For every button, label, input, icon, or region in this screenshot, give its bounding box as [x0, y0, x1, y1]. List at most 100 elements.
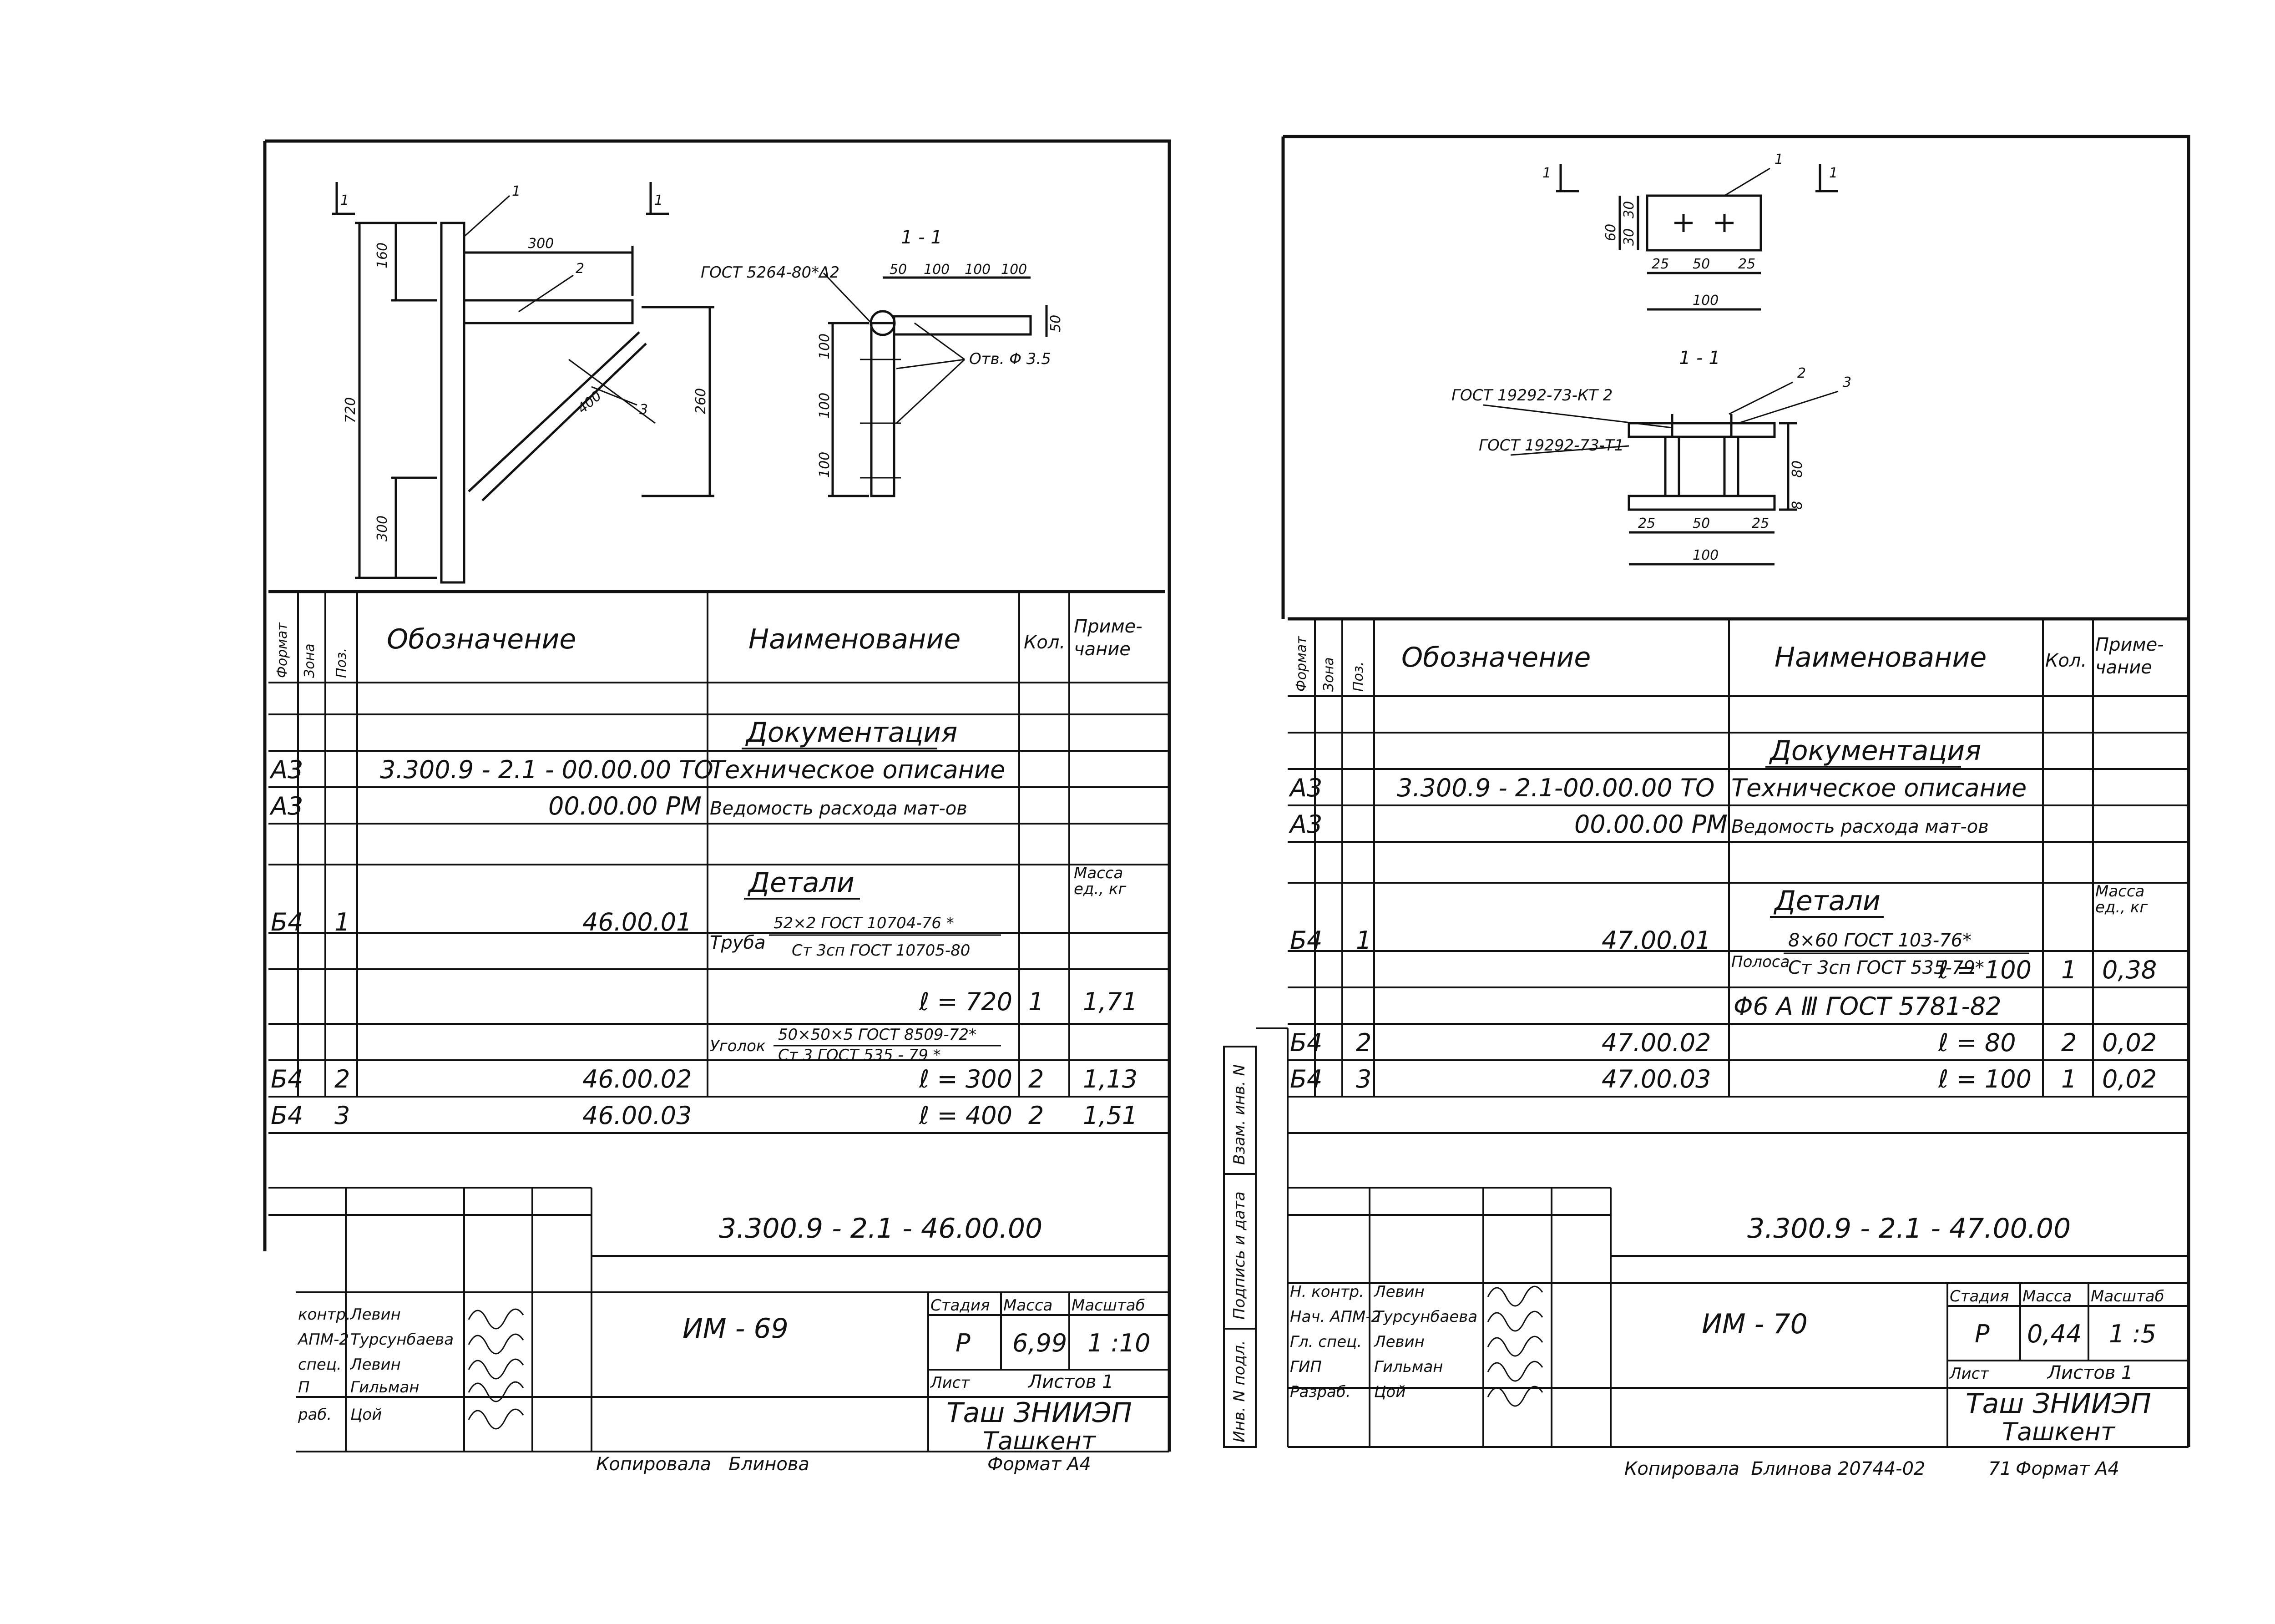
svg-text:1,13: 1,13 [1083, 1065, 1138, 1093]
svg-text:контр.: контр. [298, 1305, 351, 1324]
svg-text:Б4: Б4 [1290, 1028, 1322, 1057]
svg-text:Обозначение: Обозначение [1401, 642, 1591, 673]
svg-text:3: 3 [1356, 1065, 1371, 1093]
svg-text:Ведомость расхода мат-ов: Ведомость расхода мат-ов [710, 798, 967, 819]
svg-text:Левин: Левин [1373, 1283, 1425, 1301]
svg-text:3.300.9 - 2.1 - 00.00.00 ТО: 3.300.9 - 2.1 - 00.00.00 ТО [380, 755, 713, 784]
svg-text:1: 1 [340, 192, 349, 208]
side-stamp-cell-2: Подпись и дата [1230, 1191, 1249, 1320]
svg-text:2: 2 [576, 261, 584, 277]
svg-text:46.00.02: 46.00.02 [582, 1065, 692, 1093]
svg-text:Разраб.: Разраб. [1290, 1383, 1351, 1401]
svg-text:Φ6 А Ⅲ ГОСТ 5781-82: Φ6 А Ⅲ ГОСТ 5781-82 [1734, 992, 2002, 1021]
technical-drawing-left [332, 182, 1048, 584]
title-block-left [268, 1187, 1169, 1452]
footer-format-right: Формат А4 [2016, 1458, 2119, 1479]
svg-text:Наименование: Наименование [748, 623, 961, 655]
svg-text:1: 1 [1028, 987, 1044, 1016]
svg-text:ГОСТ 19292-73-КТ 2: ГОСТ 19292-73-КТ 2 [1451, 386, 1613, 405]
svg-text:1: 1 [2061, 956, 2077, 984]
svg-text:Масса: Масса [2022, 1287, 2072, 1305]
svg-text:100: 100 [1001, 262, 1027, 278]
svg-text:Техническое описание: Техническое описание [710, 755, 1005, 784]
svg-text:Лист: Лист [1949, 1365, 1989, 1383]
svg-text:Труба: Труба [710, 932, 766, 953]
svg-text:100: 100 [1693, 547, 1719, 563]
svg-text:50: 50 [1693, 256, 1710, 272]
svg-text:Приме-: Приме- [2095, 634, 2164, 655]
svg-text:Поз.: Поз. [334, 648, 349, 678]
svg-text:1 :10: 1 :10 [1087, 1329, 1150, 1357]
row-heading-documentation-right: Документация [1769, 735, 1981, 767]
svg-text:Приме-: Приме- [1074, 616, 1143, 637]
svg-text:Масштаб: Масштаб [2091, 1287, 2164, 1305]
svg-text:47.00.03: 47.00.03 [1602, 1065, 1711, 1093]
svg-text:46.00.03: 46.00.03 [582, 1101, 692, 1130]
svg-text:ГОСТ 19292-73-Т1: ГОСТ 19292-73-Т1 [1479, 436, 1624, 455]
spec-table-right [1288, 619, 2189, 1098]
svg-text:50: 50 [1048, 315, 1064, 332]
svg-text:Наименование: Наименование [1774, 642, 1987, 673]
spec-table-left-text: Формат Зона Поз. Обозначение Наименовани… [269, 616, 1143, 1130]
svg-text:50×50×5 ГОСТ 8509-72*: 50×50×5 ГОСТ 8509-72* [778, 1026, 976, 1044]
svg-text:ℓ = 300: ℓ = 300 [919, 1065, 1012, 1093]
svg-text:3: 3 [1843, 374, 1851, 390]
svg-text:1,51: 1,51 [1083, 1101, 1138, 1130]
sheet-im-69: 1 1 1 2 3 300 160 720 300 400 260 1 - 1 … [263, 139, 1171, 1455]
svg-text:А3: А3 [1289, 774, 1322, 802]
title-block-right-text: 3.300.9 - 2.1 - 47.00.00 ИМ - 70 Стадия … [1290, 1213, 2164, 1446]
svg-text:720: 720 [343, 397, 359, 423]
footer-copied-right: Копировала Блинова 20744-02 [1624, 1458, 1926, 1479]
svg-text:Гильман: Гильман [1374, 1358, 1443, 1376]
svg-text:0,38: 0,38 [2102, 956, 2157, 984]
svg-text:2: 2 [1356, 1028, 1371, 1057]
svg-text:100: 100 [924, 262, 950, 278]
svg-text:А3: А3 [269, 755, 303, 784]
doc-number-right: 3.300.9 - 2.1 - 47.00.00 [1747, 1213, 2071, 1245]
svg-text:ГИП: ГИП [1290, 1358, 1322, 1376]
svg-text:300: 300 [528, 236, 554, 252]
svg-text:Ст 3 ГОСТ 535 - 79 *: Ст 3 ГОСТ 535 - 79 * [778, 1046, 941, 1064]
svg-text:ед., кг: ед., кг [2095, 898, 2148, 916]
svg-text:100: 100 [817, 334, 833, 359]
svg-text:Кол.: Кол. [2045, 650, 2087, 671]
svg-text:00.00.00 РМ: 00.00.00 РМ [548, 792, 702, 820]
svg-text:ℓ = 80: ℓ = 80 [1938, 1028, 2016, 1057]
svg-text:Листов 1: Листов 1 [1027, 1371, 1114, 1392]
svg-text:Уголок: Уголок [710, 1037, 766, 1055]
row-heading-details-right: Детали [1773, 885, 1881, 917]
org-name-right: Таш ЗНИИЭП [1966, 1388, 2151, 1420]
svg-text:ℓ = 400: ℓ = 400 [919, 1101, 1012, 1130]
svg-text:0,02: 0,02 [2102, 1065, 2157, 1093]
drawing-labels-right: 1 1 1 2 3 60 30 30 25 50 25 100 1 - 1 ГО… [1451, 152, 1851, 563]
svg-text:Р: Р [1975, 1320, 1990, 1348]
svg-text:1: 1 [334, 908, 350, 936]
svg-text:0,44: 0,44 [2027, 1320, 2082, 1348]
svg-text:Масса: Масса [2095, 882, 2144, 901]
svg-text:30: 30 [1621, 228, 1637, 246]
svg-text:25: 25 [1652, 256, 1669, 272]
side-stamp [1223, 1027, 1289, 1448]
row-heading-details: Детали [747, 867, 854, 899]
footer-copied-left: Копировала Блинова [596, 1454, 809, 1475]
svg-text:чание: чание [1074, 639, 1131, 660]
org-city-right: Ташкент [2002, 1417, 2116, 1446]
svg-text:00.00.00 РМ: 00.00.00 РМ [1574, 810, 1728, 839]
svg-text:100: 100 [1693, 293, 1719, 309]
svg-text:спец.: спец. [298, 1356, 342, 1374]
title-block-left-text: 3.300.9 - 2.1 - 46.00.00 ИМ - 69 Стадия … [297, 1213, 1150, 1455]
signatures-right [1487, 1285, 1543, 1407]
svg-text:Поз.: Поз. [1350, 662, 1366, 692]
svg-text:Отв. Φ 3.5: Отв. Φ 3.5 [969, 350, 1051, 368]
svg-text:Б4: Б4 [271, 908, 303, 936]
svg-text:2: 2 [1028, 1065, 1044, 1093]
svg-text:Гл. спец.: Гл. спец. [1290, 1333, 1362, 1351]
svg-text:Обозначение: Обозначение [387, 623, 576, 655]
svg-text:Зона: Зона [1321, 657, 1337, 692]
svg-text:8: 8 [1790, 501, 1805, 510]
svg-text:Р: Р [956, 1329, 971, 1357]
side-stamp-cell-3: Инв. N подл. [1230, 1340, 1249, 1442]
svg-text:2: 2 [334, 1065, 350, 1093]
svg-text:2: 2 [2061, 1028, 2077, 1057]
svg-text:Н. контр.: Н. контр. [1290, 1283, 1364, 1301]
